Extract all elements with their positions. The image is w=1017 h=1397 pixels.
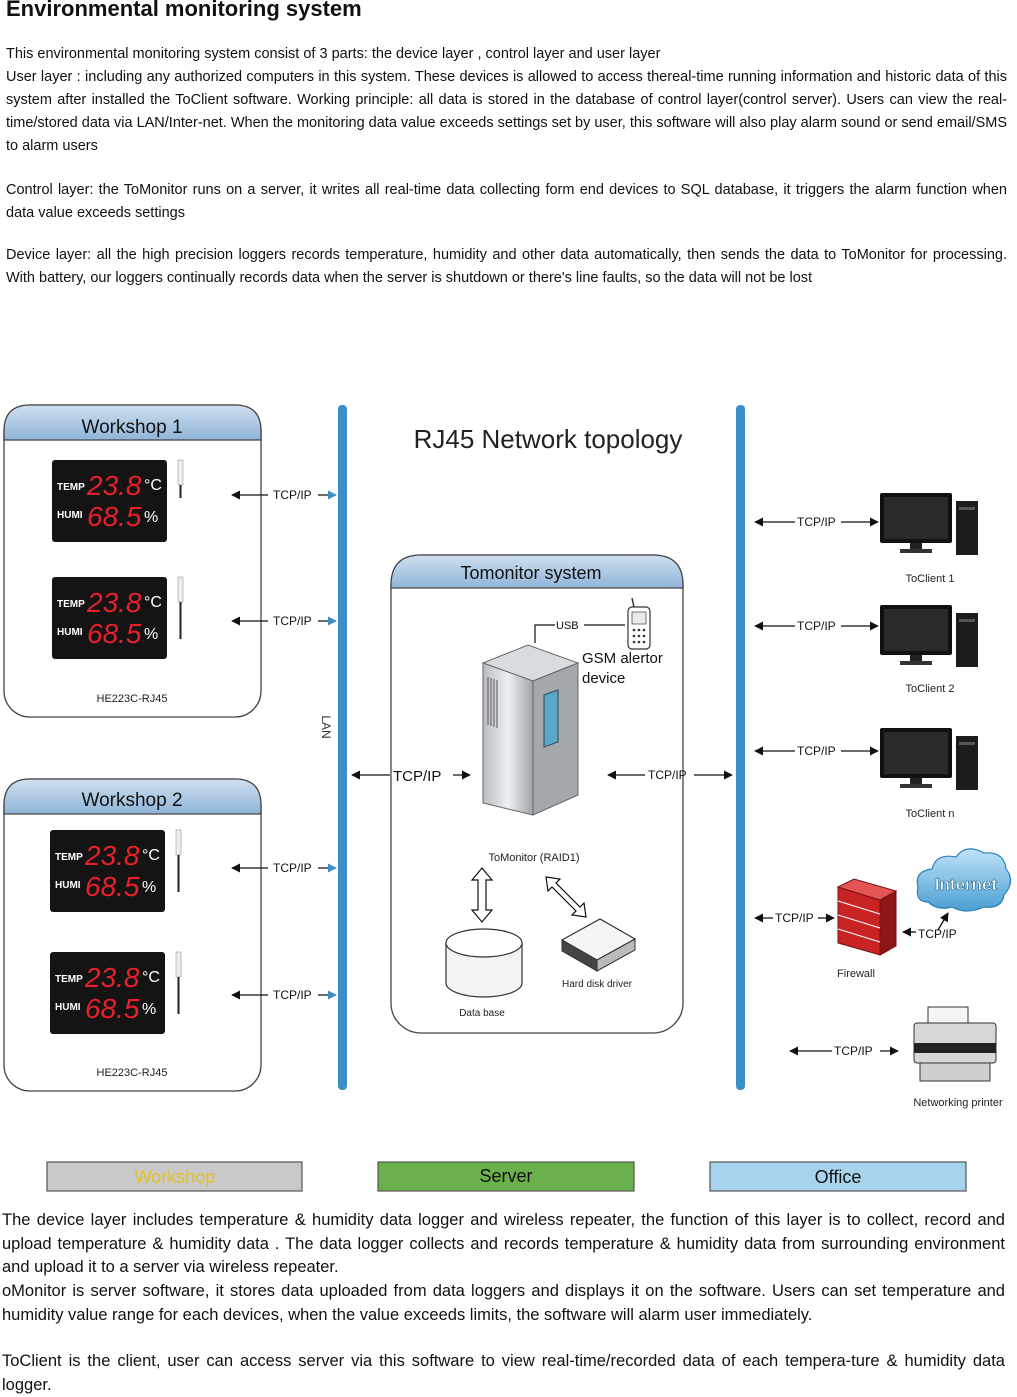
lan-bar-right bbox=[736, 405, 745, 1090]
printer-label: Networking printer bbox=[913, 1097, 1003, 1109]
storage-arrows bbox=[470, 867, 587, 923]
legend-server: Server bbox=[377, 1161, 635, 1192]
gsm-label-line2: device bbox=[582, 670, 625, 687]
workshop-1-panel: Workshop 1 HE223C-RJ45 bbox=[3, 404, 262, 718]
client-computer-icon bbox=[880, 605, 978, 667]
svg-text:HUMI: HUMI bbox=[57, 627, 83, 638]
client-2-label: ToClient 2 bbox=[906, 683, 955, 695]
svg-text:TCP/IP: TCP/IP bbox=[393, 768, 441, 785]
intro-paragraph-device-layer: Device layer: all the high precision log… bbox=[6, 247, 1007, 286]
server-label: ToMonitor (RAID1) bbox=[488, 852, 579, 864]
office-connectors: TCP/IP TCP/IP TCP/IP TCP/IP TCP/IP bbox=[754, 515, 899, 1058]
svg-text:TCP/IP: TCP/IP bbox=[273, 614, 312, 628]
footer-paragraph-tomonitor: oMonitor is server software, it stores d… bbox=[2, 1282, 1005, 1324]
intro-paragraph-control-layer: Control layer: the ToMonitor runs on a s… bbox=[6, 182, 1007, 221]
svg-text:23.8: 23.8 bbox=[84, 840, 140, 871]
firewall-icon bbox=[836, 878, 898, 956]
svg-text:TCP/IP: TCP/IP bbox=[273, 488, 312, 502]
legend-workshop: Workshop bbox=[46, 1161, 303, 1192]
internet-label: Internet bbox=[935, 875, 998, 894]
workshop-2-model: HE223C-RJ45 bbox=[97, 1067, 168, 1079]
client-computer-icon bbox=[880, 728, 978, 790]
svg-text:68.5: 68.5 bbox=[85, 993, 140, 1024]
internet-cloud-icon: Internet bbox=[916, 848, 1012, 912]
network-topology-diagram: RJ45 Network topology LAN Workshop 1 HE2… bbox=[3, 404, 1012, 1192]
footer-paragraph-toclient: ToClient is the client, user can access … bbox=[2, 1352, 1005, 1394]
client-n-label: ToClient n bbox=[906, 808, 955, 820]
svg-text:23.8: 23.8 bbox=[86, 587, 142, 618]
tomonitor-panel-title: Tomonitor system bbox=[460, 563, 601, 583]
svg-text:TCP/IP: TCP/IP bbox=[273, 861, 312, 875]
svg-text:Server: Server bbox=[479, 1166, 532, 1186]
lan-bar-left bbox=[338, 405, 347, 1090]
hard-disk-icon bbox=[560, 918, 637, 972]
svg-text:68.5: 68.5 bbox=[87, 618, 142, 649]
svg-text:Workshop: Workshop bbox=[135, 1167, 216, 1187]
logger-display: TEMP HUMI 23.8 68.5 °C % bbox=[50, 951, 182, 1034]
lan-label: LAN bbox=[319, 715, 333, 738]
svg-text:TCP/IP: TCP/IP bbox=[797, 619, 836, 633]
svg-text:TEMP: TEMP bbox=[57, 482, 85, 493]
footer-paragraph-device-layer: The device layer includes temperature & … bbox=[2, 1211, 1005, 1276]
gsm-label-line1: GSM alertor bbox=[582, 650, 663, 667]
server-connectors: TCP/IP TCP/IP bbox=[351, 768, 733, 785]
workshop-2-title: Workshop 2 bbox=[81, 790, 182, 811]
svg-text:%: % bbox=[144, 626, 158, 643]
svg-text:TEMP: TEMP bbox=[57, 599, 85, 610]
svg-text:%: % bbox=[144, 509, 158, 526]
svg-text:TCP/IP: TCP/IP bbox=[834, 1044, 873, 1058]
svg-text:23.8: 23.8 bbox=[86, 470, 142, 501]
usb-label: USB bbox=[556, 620, 579, 632]
client-1-label: ToClient 1 bbox=[906, 573, 955, 585]
server-tower-icon bbox=[481, 644, 580, 816]
svg-text:TCP/IP: TCP/IP bbox=[775, 911, 814, 925]
logger-display: TEMP HUMI 23.8 68.5 °C % bbox=[50, 829, 182, 912]
logger-display: TEMP HUMI 23.8 68.5 °C % bbox=[52, 576, 184, 659]
svg-text:TCP/IP: TCP/IP bbox=[797, 515, 836, 529]
svg-text:°C: °C bbox=[144, 594, 162, 611]
gsm-phone-icon bbox=[627, 597, 651, 650]
svg-text:TCP/IP: TCP/IP bbox=[797, 744, 836, 758]
firewall-label: Firewall bbox=[837, 968, 875, 980]
legend-office: Office bbox=[709, 1161, 967, 1192]
intro-paragraph-user-layer: User layer : including any authorized co… bbox=[6, 69, 1007, 154]
svg-text:TEMP: TEMP bbox=[55, 852, 83, 863]
logger-display: TEMP HUMI 23.8 68.5 °C % bbox=[52, 459, 184, 542]
svg-text:°C: °C bbox=[142, 969, 160, 986]
database-icon bbox=[445, 928, 523, 998]
diagram-title: RJ45 Network topology bbox=[414, 424, 683, 454]
svg-text:HUMI: HUMI bbox=[55, 880, 81, 891]
workshop-1-title: Workshop 1 bbox=[81, 417, 182, 438]
workshop-1-model: HE223C-RJ45 bbox=[97, 693, 168, 705]
printer-icon bbox=[913, 1006, 997, 1082]
intro-paragraph-1: This environmental monitoring system con… bbox=[6, 46, 661, 62]
svg-text:°C: °C bbox=[142, 847, 160, 864]
svg-text:68.5: 68.5 bbox=[85, 871, 140, 902]
svg-text:TCP/IP: TCP/IP bbox=[273, 988, 312, 1002]
svg-text:68.5: 68.5 bbox=[87, 501, 142, 532]
svg-text:Office: Office bbox=[815, 1167, 862, 1187]
svg-text:23.8: 23.8 bbox=[84, 962, 140, 993]
svg-text:°C: °C bbox=[144, 477, 162, 494]
svg-text:%: % bbox=[142, 879, 156, 896]
page-title: Environmental monitoring system bbox=[6, 0, 362, 21]
svg-text:HUMI: HUMI bbox=[55, 1002, 81, 1013]
client-computer-icon bbox=[880, 493, 978, 555]
internet-tcpip-label: TCP/IP bbox=[918, 927, 957, 941]
workshop-2-panel: Workshop 2 HE223C-RJ45 bbox=[3, 778, 262, 1092]
svg-text:TEMP: TEMP bbox=[55, 974, 83, 985]
workshop-connectors: TCP/IP TCP/IP TCP/IP TCP/IP bbox=[231, 488, 337, 1002]
svg-text:%: % bbox=[142, 1001, 156, 1018]
hard-disk-label: Hard disk driver bbox=[562, 979, 633, 990]
database-label: Data base bbox=[459, 1008, 505, 1019]
svg-text:TCP/IP: TCP/IP bbox=[648, 768, 687, 782]
svg-text:HUMI: HUMI bbox=[57, 510, 83, 521]
